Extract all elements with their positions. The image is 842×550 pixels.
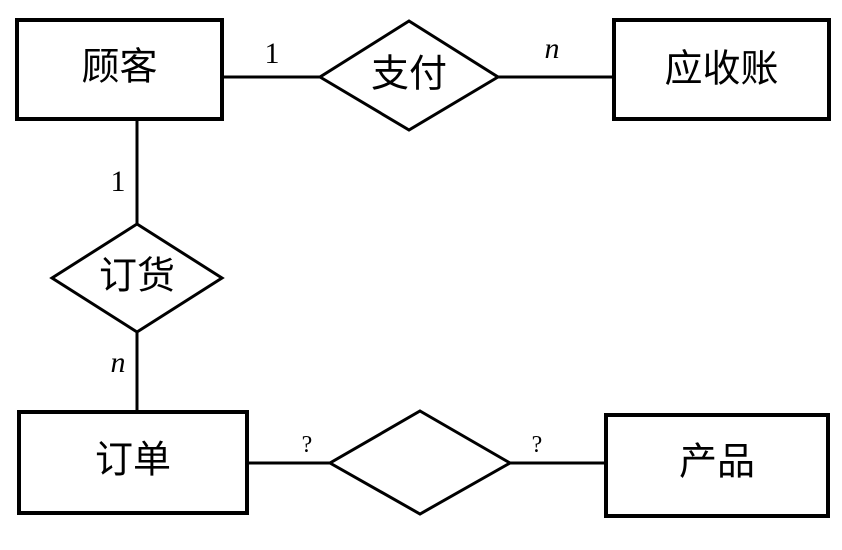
cardinality-customer-place-order: 1 <box>111 165 126 198</box>
entity-receivable: 应收账 <box>612 18 831 121</box>
cardinality-pay-receivable: n <box>545 32 560 65</box>
entity-product-label: 产品 <box>679 440 755 484</box>
cardinality-place-order-order: n <box>111 346 126 379</box>
entity-customer: 顾客 <box>15 18 224 121</box>
cardinality-order-unknown: ? <box>302 432 313 458</box>
relationship-place-order-label: 订货 <box>99 254 175 298</box>
cardinality-product-unknown: ? <box>532 432 543 458</box>
relationship-pay: 支付 <box>317 19 501 132</box>
relationship-order-product-diamond <box>326 409 514 516</box>
relationship-order-product <box>326 409 514 516</box>
relationship-place-order: 订货 <box>49 222 225 334</box>
cardinality-customer-pay: 1 <box>265 37 280 70</box>
entity-order-label: 订单 <box>95 438 171 482</box>
relationship-pay-diamond <box>317 19 501 132</box>
entity-customer-box <box>15 18 224 121</box>
relationship-pay-label: 支付 <box>371 52 447 96</box>
entity-product-box <box>604 413 830 518</box>
entity-order: 订单 <box>17 410 249 515</box>
entity-receivable-label: 应收账 <box>664 47 778 91</box>
relationship-place-order-diamond <box>49 222 225 334</box>
entity-receivable-box <box>612 18 831 121</box>
entity-order-box <box>17 410 249 515</box>
entity-product: 产品 <box>604 413 830 518</box>
entity-customer-label: 顾客 <box>81 45 157 89</box>
